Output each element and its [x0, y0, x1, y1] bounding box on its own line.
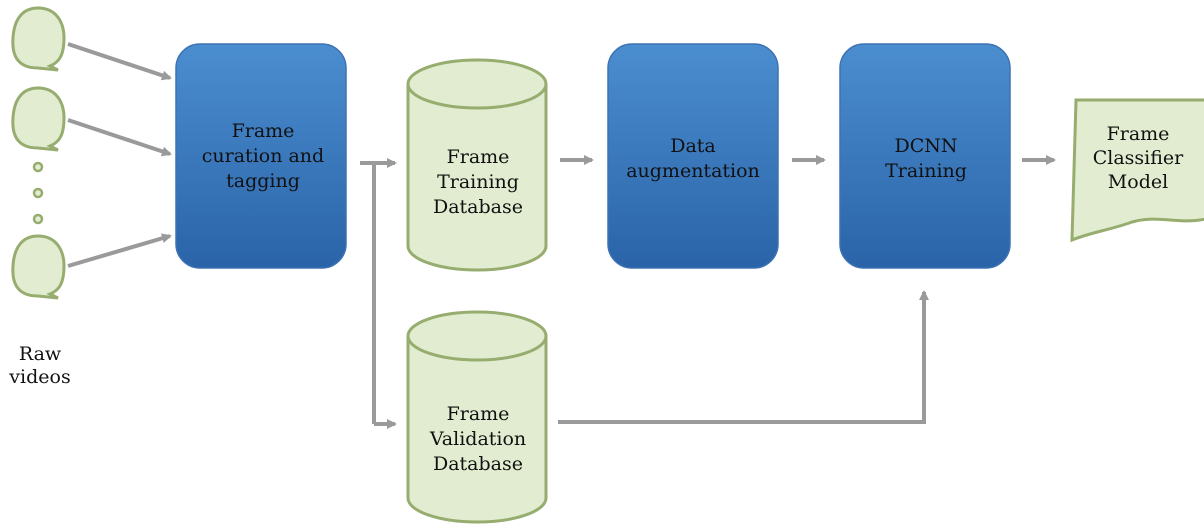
validation-database-cylinder: [406, 310, 548, 524]
training-db-label-line-2: Training: [437, 171, 519, 193]
raw-videos-label-line-2: videos: [8, 366, 70, 388]
raw-videos-label-line-1: Raw: [19, 343, 62, 365]
split-connector: [360, 161, 376, 424]
raw-video-source-1: [11, 6, 66, 72]
arrow-video2-to-curation: [67, 118, 172, 157]
training-db-label-line-1: Frame: [447, 146, 510, 168]
raw-video-source-2: [11, 86, 66, 152]
classifier-label-line-2: Classifier: [1093, 147, 1184, 169]
arrow-validation-db-to-dcnn: [558, 290, 929, 424]
augmentation-label-line-1: Data: [670, 135, 716, 157]
ellipsis-dot: [32, 213, 44, 225]
augmentation-label-line-2: augmentation: [626, 160, 760, 182]
raw-video-source-3: [11, 234, 66, 300]
ellipsis-dot: [32, 161, 44, 173]
classifier-label-line-3: Model: [1108, 171, 1168, 193]
augmentation-process-box: [607, 43, 779, 269]
curation-process-box: [175, 43, 347, 269]
classifier-label-line-1: Frame: [1107, 123, 1170, 145]
ellipsis-dot: [32, 187, 44, 199]
validation-db-label-line-3: Database: [433, 453, 523, 475]
dcnn-training-process-box: [839, 43, 1011, 269]
dcnn-label-line-1: DCNN: [894, 135, 957, 157]
dcnn-label-line-2: Training: [885, 160, 967, 182]
training-db-label-line-3: Database: [433, 196, 523, 218]
curation-label-line-2: curation and: [202, 145, 324, 167]
validation-db-label-line-1: Frame: [447, 403, 510, 425]
arrow-video3-to-curation: [67, 233, 172, 268]
curation-label-line-3: tagging: [226, 170, 300, 192]
classifier-model-document: [1070, 98, 1204, 243]
training-database-cylinder: [406, 58, 548, 272]
arrow-video1-to-curation: [67, 42, 172, 81]
validation-db-label-line-2: Validation: [429, 428, 526, 450]
curation-label-line-1: Frame: [232, 120, 295, 142]
